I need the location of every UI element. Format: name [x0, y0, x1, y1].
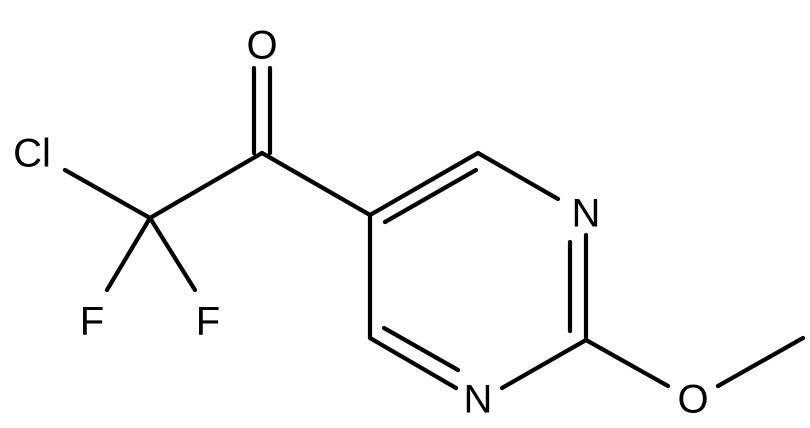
- bond-ring-c4-n3: [475, 150, 561, 202]
- bond-ring-n1-c6-inner: [381, 325, 461, 373]
- bond-ring-c5-c4: [367, 150, 481, 218]
- bond-c2-o: [583, 337, 671, 389]
- bond-c-cl: [62, 167, 153, 221]
- atom-label-chlorine: Cl: [13, 132, 51, 176]
- bond-ring-c5-c4-inner: [382, 167, 479, 225]
- bond-ring-n1-c6: [367, 335, 459, 391]
- bond-o-ch3: [715, 335, 806, 389]
- atom-label-nitrogen-top: N: [572, 192, 601, 236]
- bond-c-f-left: [104, 215, 153, 293]
- atom-label-nitrogen-bottom: N: [464, 378, 493, 422]
- atom-label-methoxy-oxygen: O: [677, 378, 708, 422]
- atom-label-fluorine-right: F: [196, 300, 220, 344]
- bond-ring-c2-n1: [499, 337, 589, 391]
- bond-carbonyl-ring: [259, 150, 373, 218]
- atom-label-fluorine-left: F: [80, 300, 104, 344]
- atom-label-carbonyl-oxygen: O: [246, 24, 277, 68]
- bond-c-f-right: [147, 215, 198, 293]
- bond-carbonyl-cf2cl: [147, 150, 265, 221]
